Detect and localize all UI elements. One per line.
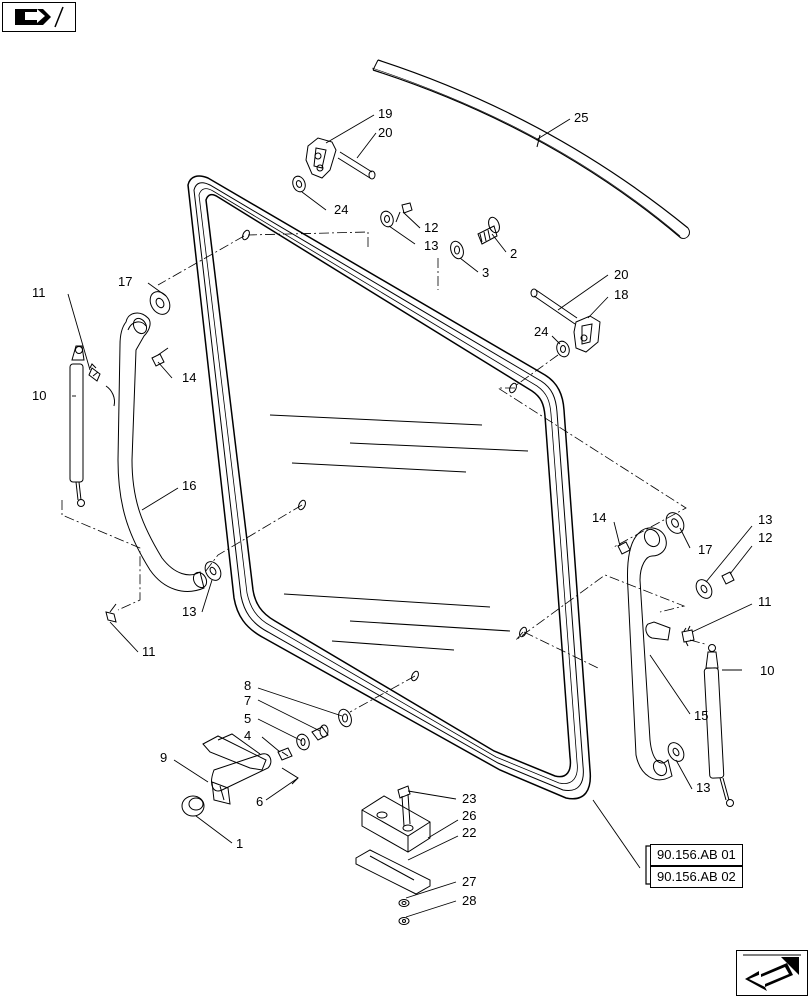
callout-13: 13: [696, 780, 710, 795]
callout-9: 9: [160, 750, 167, 765]
callout-7: 7: [244, 693, 251, 708]
callout-2: 2: [510, 246, 517, 261]
callout-18: 18: [614, 287, 628, 302]
callout-3: 3: [482, 265, 489, 280]
callout-23: 23: [462, 791, 476, 806]
door-glass-with-seal: [187, 175, 592, 800]
reference-link-90-156-ab-02[interactable]: 90.156.AB 02: [650, 866, 743, 888]
callout-10: 10: [32, 388, 46, 403]
callout-6: 6: [256, 794, 263, 809]
callout-24: 24: [334, 202, 348, 217]
callout-11: 11: [142, 644, 156, 659]
callout-14: 14: [182, 370, 196, 385]
callout-20: 20: [378, 125, 392, 140]
callout-11: 11: [758, 594, 772, 609]
callout-12: 12: [758, 530, 772, 545]
callout-13: 13: [424, 238, 438, 253]
callout-labels: 25 19 20 24 12 13 2 3 20 18 24 17 11 10 …: [32, 106, 774, 908]
previous-page-button[interactable]: [2, 2, 76, 32]
right-gas-strut: [703, 644, 734, 807]
reference-link-90-156-ab-01[interactable]: 90.156.AB 01: [650, 844, 743, 866]
callout-12: 12: [424, 220, 438, 235]
reference-bracket: [645, 845, 650, 885]
callout-1: 1: [236, 836, 243, 851]
callout-13: 13: [182, 604, 196, 619]
callout-19: 19: [378, 106, 392, 121]
callout-11: 11: [32, 285, 46, 300]
right-grab-handle: [617, 512, 735, 781]
callout-10: 10: [760, 663, 774, 678]
callout-28: 28: [462, 893, 476, 908]
callout-17: 17: [118, 274, 132, 289]
window-top-seal-strip: [371, 59, 690, 239]
callout-27: 27: [462, 874, 476, 889]
callout-8: 8: [244, 678, 251, 693]
previous-page-arrow-icon: [15, 6, 64, 28]
callout-16: 16: [182, 478, 196, 493]
upper-hinge-bracket: [292, 137, 376, 193]
assembly-centerlines: [61, 231, 706, 713]
callout-4: 4: [244, 728, 251, 743]
callout-15: 15: [694, 708, 708, 723]
callout-5: 5: [244, 711, 251, 726]
callout-20: 20: [614, 267, 628, 282]
striker-assembly: [355, 785, 431, 925]
right-hinge-bracket: [530, 288, 601, 358]
callout-22: 22: [462, 825, 476, 840]
leader-lines: [67, 114, 753, 918]
callout-26: 26: [462, 808, 476, 823]
callout-24: 24: [534, 324, 548, 339]
next-page-arrow-icon: [743, 954, 801, 991]
callout-14: 14: [592, 510, 606, 525]
left-grab-handle: [117, 291, 222, 592]
callout-13: 13: [758, 512, 772, 527]
next-page-button[interactable]: [736, 950, 808, 996]
left-gas-strut: [69, 345, 117, 623]
latch-assembly: [181, 708, 352, 817]
callout-17: 17: [698, 542, 712, 557]
stud-with-washer: [450, 216, 500, 260]
callout-25: 25: [574, 110, 588, 125]
